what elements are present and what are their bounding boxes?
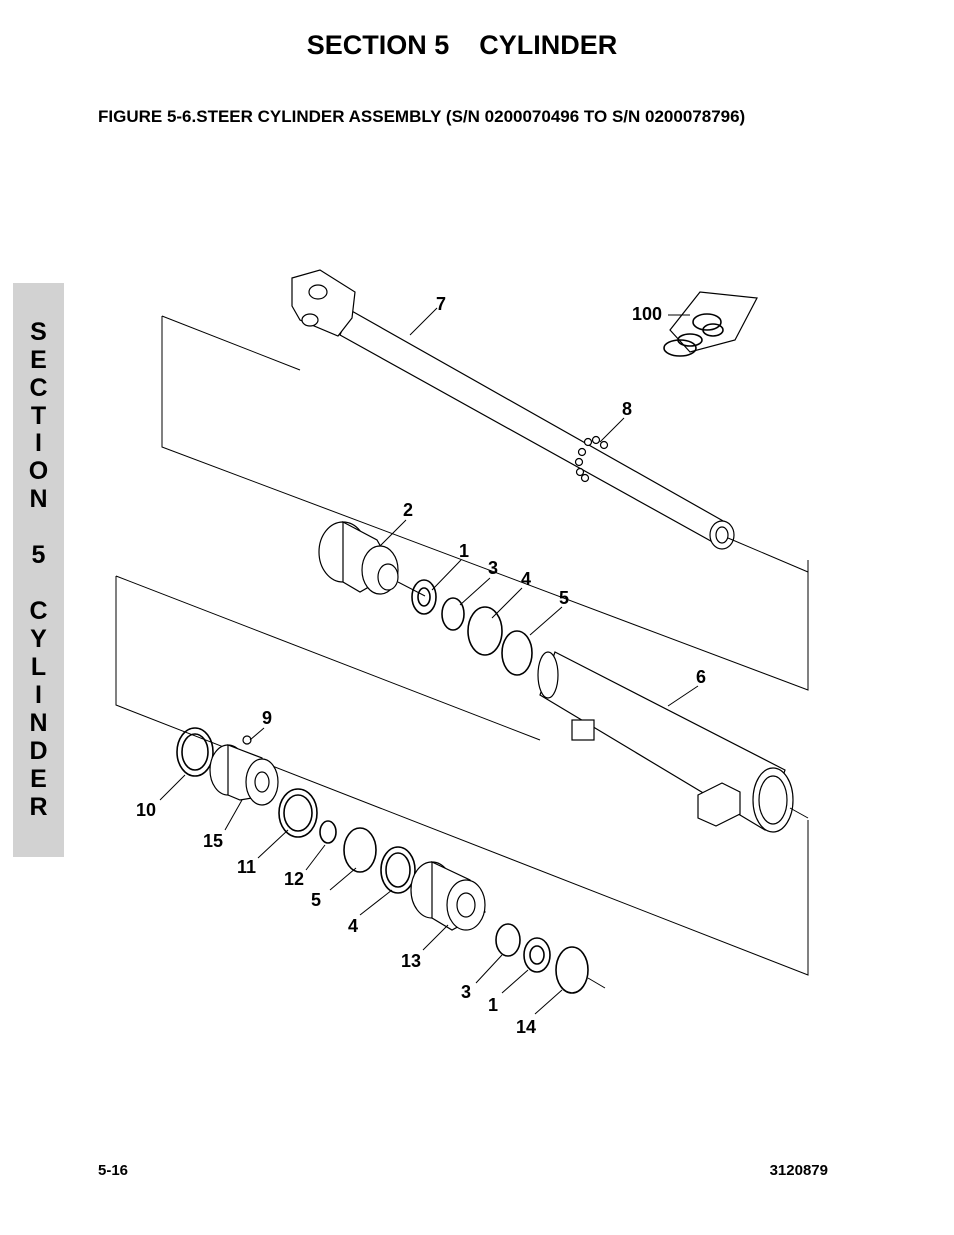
callout-4: 4	[521, 569, 531, 589]
callout-5: 5	[311, 890, 321, 910]
side-tab-letter: Y	[30, 625, 47, 653]
side-tab-letter: C	[29, 374, 48, 402]
callout-numbers: 7 100 8 2 1 3 4 5 6 9 10 15 11 12 5 4 13…	[136, 294, 706, 1037]
callout-3: 3	[488, 558, 498, 578]
callout-1: 1	[459, 541, 469, 561]
callout-2: 2	[403, 500, 413, 520]
callout-3: 3	[461, 982, 471, 1002]
callout-100: 100	[632, 304, 662, 324]
piston-nut-and-rings	[410, 861, 606, 994]
callout-6: 6	[696, 667, 706, 687]
callout-10: 10	[136, 800, 156, 820]
callout-7: 7	[436, 294, 446, 314]
side-tab-letter: 5	[31, 541, 46, 569]
side-tab-letter: T	[30, 402, 47, 430]
callout-4: 4	[348, 916, 358, 936]
callout-15: 15	[203, 831, 223, 851]
upper-explosion-plane	[161, 315, 809, 691]
page-number: 5-16	[98, 1162, 129, 1179]
callout-5: 5	[559, 588, 569, 608]
section-title: SECTION 5 CYLINDER	[306, 30, 618, 60]
callout-8: 8	[622, 399, 632, 419]
upper-seal-rings	[411, 579, 533, 676]
side-tab-letter: S	[30, 318, 47, 346]
callout-11: 11	[237, 857, 256, 877]
side-tab-letter: I	[35, 681, 42, 709]
leader-lines	[159, 307, 699, 1015]
side-tab-letter: E	[30, 765, 47, 793]
callout-9: 9	[262, 708, 272, 728]
side-tab-letter: N	[29, 485, 48, 513]
section-side-tab: S E C T I O N 5 C Y L I N D E R	[13, 283, 64, 857]
side-tab-letter: N	[29, 709, 48, 737]
callout-12: 12	[284, 869, 304, 889]
side-tab-letter: E	[30, 346, 47, 374]
callout-14: 14	[516, 1017, 536, 1037]
piston-assembly	[176, 727, 416, 894]
callout-1: 1	[488, 995, 498, 1015]
seal-kit-bag	[663, 291, 758, 357]
side-tab-letter: R	[29, 793, 48, 821]
cylinder-rod	[291, 269, 809, 573]
lower-explosion-plane	[115, 575, 809, 976]
side-tab-letter: O	[28, 457, 49, 485]
figure-caption: FIGURE 5-6.STEER CYLINDER ASSEMBLY (S/N …	[98, 107, 746, 126]
side-tab-letter: D	[29, 737, 48, 765]
document-number: 3120879	[769, 1162, 828, 1179]
callout-13: 13	[401, 951, 421, 971]
cylinder-barrel	[537, 651, 809, 833]
side-tab-letter: C	[29, 597, 48, 625]
side-tab-letter: L	[30, 653, 47, 681]
cylinder-head	[318, 521, 426, 597]
wear-ring-beads	[574, 435, 609, 483]
side-tab-letter: I	[35, 429, 42, 457]
